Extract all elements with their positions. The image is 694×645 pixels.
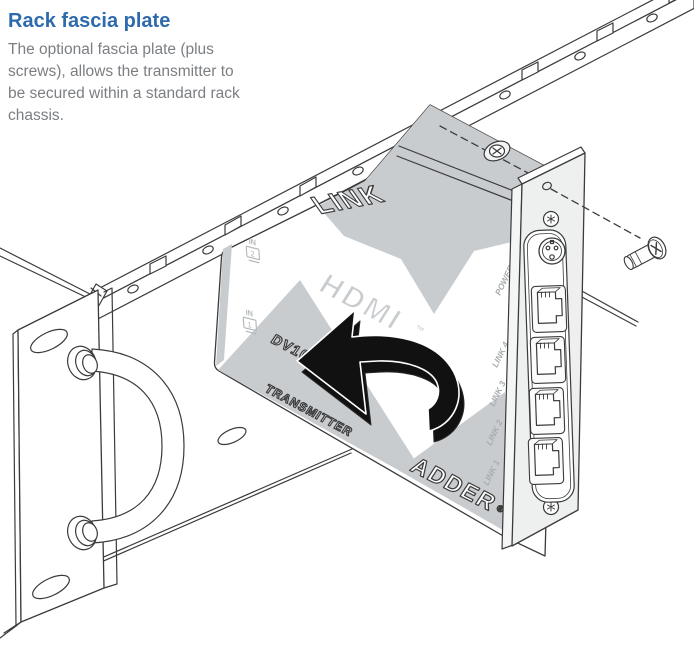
description-block: Rack fascia plate The optional fascia pl… [8, 10, 278, 127]
rj45-jack-link3 [529, 336, 567, 384]
svg-text:IN: IN [245, 308, 253, 319]
in-port-icon-lower: IN 1 [242, 308, 258, 335]
ear-slot-top [30, 328, 68, 354]
alignment-dashed-line-screw [550, 188, 641, 239]
far-rail-lines [579, 289, 639, 327]
body-line-2: screws), allows the transmitter to [8, 63, 234, 80]
body-line-4: chassis. [8, 107, 64, 124]
rack-shelf [59, 426, 353, 581]
rack-handle [67, 345, 185, 551]
ear-slot-bottom [32, 574, 70, 600]
top-screw [483, 140, 511, 162]
rj45-jack-link4 [530, 285, 568, 333]
rail-holes [127, 13, 658, 294]
insertion-direction-arrow [296, 309, 465, 443]
fascia-plate [501, 146, 586, 550]
page-title: Rack fascia plate [8, 10, 171, 32]
rack-side-edge-lines [0, 247, 93, 301]
hdmi-tm-mark: ™ [413, 323, 426, 336]
fascia-fixing-screw [623, 236, 667, 270]
in-port-icon-upper: IN 2 [245, 237, 261, 264]
power-connector [538, 237, 566, 265]
fascia-screw-hole [542, 181, 552, 191]
handle-mount-top [67, 345, 98, 381]
torx-screw-top [542, 210, 560, 228]
svg-text:2: 2 [250, 249, 255, 259]
svg-text:1: 1 [247, 320, 252, 330]
body-line-3: be secured within a standard rack [8, 85, 240, 102]
rj45-jack-link2 [528, 387, 566, 435]
handle-mount-bottom [67, 515, 98, 551]
shelf-hole [217, 426, 247, 446]
rack-ear-plate [0, 287, 118, 639]
svg-text:IN: IN [248, 237, 256, 248]
rj45-jack-link1 [527, 437, 565, 485]
device-brand-reg-mark: ® [495, 503, 506, 515]
body-line-1: The optional fascia plate (plus [8, 41, 214, 58]
